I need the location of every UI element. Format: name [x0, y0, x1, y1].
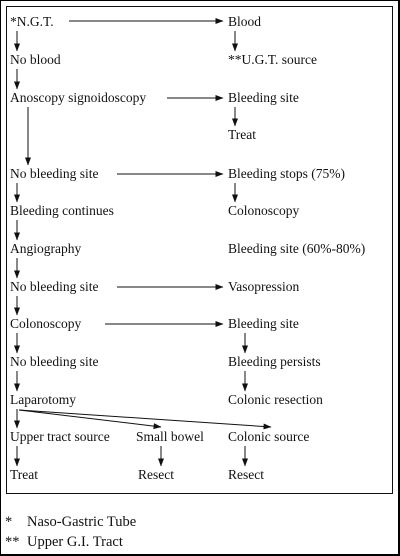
node-no-bleeding-site-3: No bleeding site	[10, 354, 99, 369]
node-treat-left: Treat	[10, 467, 39, 482]
footnote-ngt-mark: *	[5, 514, 13, 530]
node-no-bleeding-site-2: No bleeding site	[10, 279, 99, 294]
node-colonoscopy-right: Colonoscopy	[228, 203, 300, 218]
node-colonic-source: Colonic source	[228, 429, 310, 444]
flowchart-frame	[6, 6, 393, 494]
node-resect-middle: Resect	[138, 467, 174, 482]
node-anoscopy: Anoscopy signoidoscopy	[10, 90, 147, 105]
node-no-bleeding-site-1: No bleeding site	[10, 166, 99, 181]
node-blood: Blood	[228, 14, 262, 29]
footnote-ugi-mark: **	[5, 534, 20, 550]
node-bleeding-continues: Bleeding continues	[10, 203, 114, 218]
node-no-blood: No blood	[10, 52, 61, 67]
node-colonoscopy-left: Colonoscopy	[10, 316, 82, 331]
node-colonic-resection: Colonic resection	[228, 392, 323, 407]
footnote-ngt-text: Naso-Gastric Tube	[27, 514, 137, 530]
node-laparotomy: Laparotomy	[10, 392, 76, 407]
footnote-ugi-text: Upper G.I. Tract	[27, 534, 123, 550]
node-ngt: *N.G.T.	[10, 14, 54, 29]
node-resect-right: Resect	[228, 467, 264, 482]
node-small-bowel: Small bowel	[136, 429, 204, 444]
footnote-ngt: * Naso-Gastric Tube	[5, 513, 136, 531]
arrow-laparotomy-to-small-bowel	[18, 409, 162, 430]
arrow-laparotomy-to-colonic-source	[18, 409, 272, 430]
node-treat-right: Treat	[228, 127, 257, 142]
node-bleeding-site-1: Bleeding site	[228, 90, 299, 105]
node-vasopression: Vasopression	[228, 279, 300, 294]
node-ugt-source: **U.G.T. source	[228, 52, 317, 67]
node-bleeding-site-2: Bleeding site	[228, 316, 299, 331]
footnote-ugi: ** Upper G.I. Tract	[5, 533, 123, 551]
flow-arrows	[14, 18, 272, 467]
node-angiography: Angiography	[10, 241, 82, 256]
node-bleeding-site-pct: Bleeding site (60%-80%)	[228, 241, 366, 256]
node-bleeding-persists: Bleeding persists	[228, 354, 321, 369]
node-upper-tract-source: Upper tract source	[10, 429, 110, 444]
node-bleeding-stops: Bleeding stops (75%)	[228, 166, 345, 181]
